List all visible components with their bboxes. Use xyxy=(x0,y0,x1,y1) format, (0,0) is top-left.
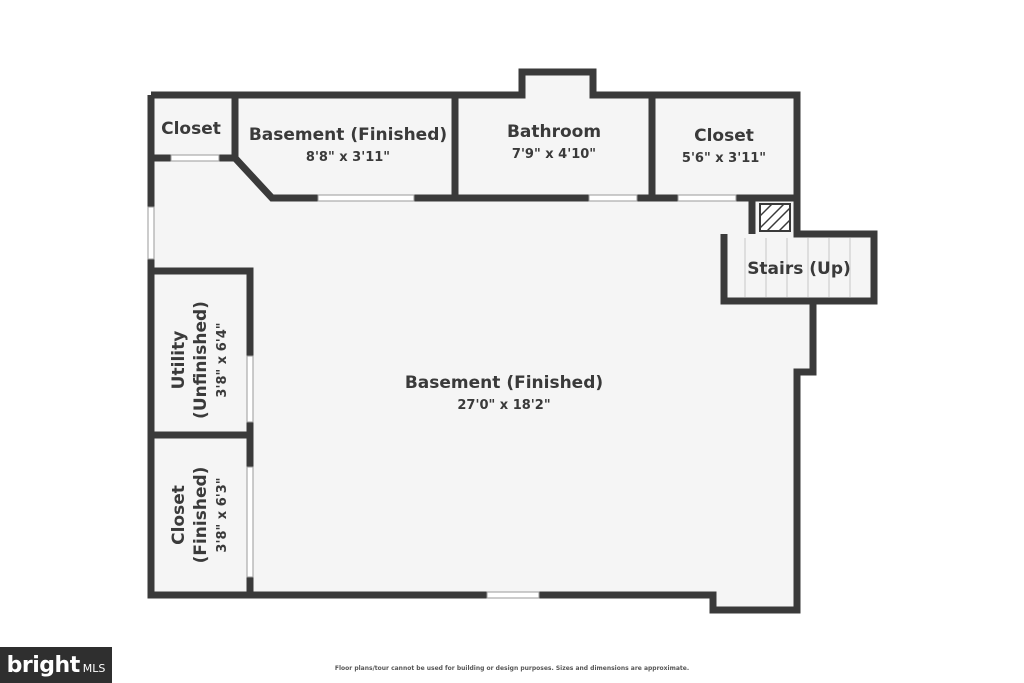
room-dims-utility: 3'8" x 6'4" xyxy=(215,322,230,397)
hatched-column xyxy=(759,203,791,232)
floor-area xyxy=(151,72,874,610)
stair-treads xyxy=(744,238,851,297)
window xyxy=(588,194,638,202)
room-label-closet-top-left: Closet xyxy=(161,119,221,139)
window xyxy=(147,206,155,260)
exterior-wall xyxy=(151,68,801,234)
exterior-wall xyxy=(147,95,878,614)
watermark-suffix: MLS xyxy=(82,661,106,675)
room-dims-basement-small: 8'8" x 3'11" xyxy=(306,150,390,165)
room-dims-main-basement: 27'0" x 18'2" xyxy=(457,398,550,413)
stairs-wall xyxy=(720,234,874,305)
window xyxy=(677,194,737,202)
room-dims-bathroom: 7'9" x 4'10" xyxy=(512,147,596,162)
window xyxy=(246,355,254,423)
window xyxy=(486,591,540,599)
room-dims-closet-top-right: 5'6" x 3'11" xyxy=(682,151,766,166)
room-dims-closet-left: 3'8" x 6'3" xyxy=(215,477,230,552)
window xyxy=(170,154,220,162)
room-label-closet-left-line2: (Finished) xyxy=(191,467,211,564)
room-label-closet-left-line1: Closet xyxy=(169,485,189,545)
window xyxy=(246,466,254,578)
room-label-utility-line2: (Unfinished) xyxy=(191,301,211,419)
watermark-brand: bright xyxy=(6,652,81,678)
room-label-basement-small: Basement (Finished) xyxy=(249,125,447,145)
room-label-utility-line1: Utility xyxy=(169,331,189,390)
room-label-bathroom: Bathroom xyxy=(507,122,601,142)
bright-mls-watermark: bright MLS xyxy=(0,647,112,683)
room-label-main-basement: Basement (Finished) xyxy=(405,373,603,393)
disclaimer-text: Floor plans/tour cannot be used for buil… xyxy=(334,665,690,672)
room-label-stairs: Stairs (Up) xyxy=(747,259,851,279)
room-label-closet-top-right: Closet xyxy=(694,126,754,146)
window xyxy=(317,194,415,202)
